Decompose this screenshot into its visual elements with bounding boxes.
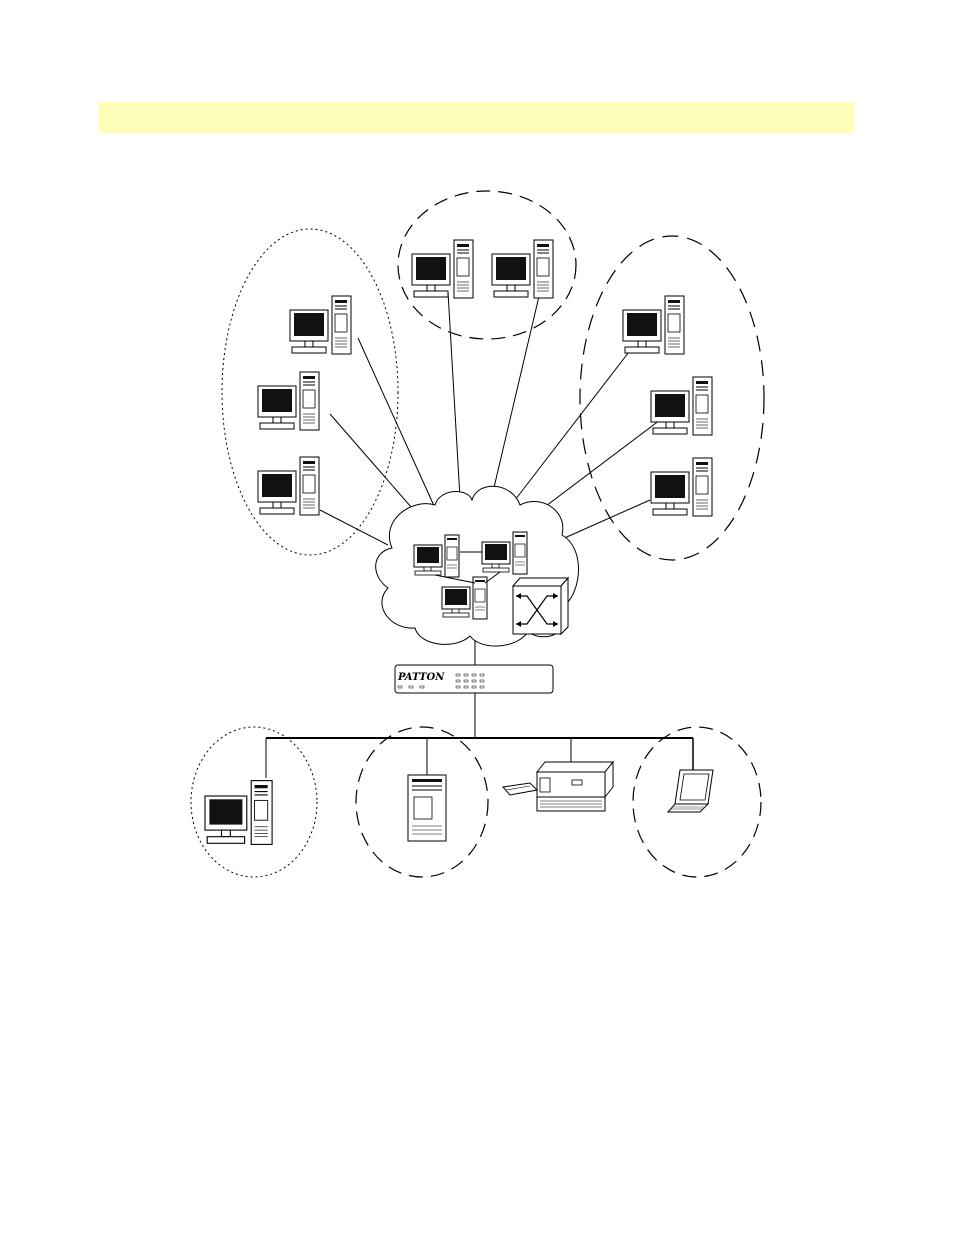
right-workstation-3 <box>651 458 712 516</box>
router-brand: PATTON <box>397 672 445 683</box>
top-workstation-2 <box>492 240 553 298</box>
router: PATTON <box>395 665 553 693</box>
left-workstation-2 <box>258 372 319 430</box>
right-workstation-2 <box>651 377 712 435</box>
printer <box>503 762 613 811</box>
right-workstation-1 <box>623 296 684 354</box>
server-tower <box>408 775 446 841</box>
top-workstation-1 <box>412 240 473 298</box>
left-workstation-3 <box>258 457 319 515</box>
bottom-workstation <box>205 781 272 845</box>
laptop <box>668 770 713 812</box>
left-workstation-1 <box>290 296 351 354</box>
crossconnect-switch-icon <box>513 578 568 634</box>
